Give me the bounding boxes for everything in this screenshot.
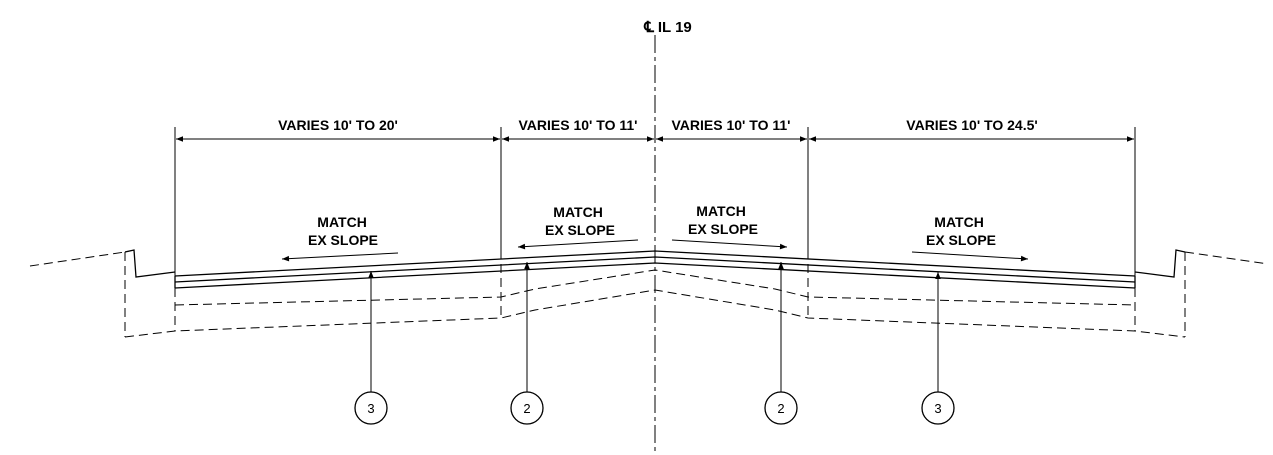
extension-lines	[174, 127, 1136, 285]
centerline-label: ℄IL 19	[643, 19, 692, 36]
centerline-symbol: ℄	[643, 19, 654, 36]
callout-leaders	[368, 262, 941, 392]
callout-bubble: 3	[921, 391, 955, 425]
existing-section-dashed	[124, 250, 1186, 338]
slope-note: MATCH EX SLOPE	[688, 203, 758, 237]
dimension-text: VARIES 10' TO 24.5'	[906, 117, 1037, 133]
svg-text:2: 2	[523, 401, 530, 416]
dimension-text: VARIES 10' TO 11'	[519, 117, 638, 133]
dimension-text: VARIES 10' TO 11'	[672, 117, 791, 133]
callout-bubble: 3	[354, 391, 388, 425]
callout-bubble: 2	[510, 391, 544, 425]
left-curb	[29, 249, 176, 337]
centerline-road-name: IL 19	[658, 19, 692, 36]
slope-arrow	[911, 251, 1029, 262]
svg-text:2: 2	[777, 401, 784, 416]
svg-text:3: 3	[367, 401, 374, 416]
svg-text:3: 3	[934, 401, 941, 416]
slope-arrow	[281, 252, 399, 262]
right-curb	[1134, 249, 1269, 337]
dimension-text: VARIES 10' TO 20'	[278, 117, 398, 133]
slope-note: MATCH EX SLOPE	[926, 214, 996, 248]
slope-note: MATCH EX SLOPE	[545, 204, 615, 238]
pavement-surface	[174, 250, 1136, 289]
slope-arrow	[517, 239, 639, 250]
slope-note: MATCH EX SLOPE	[308, 214, 378, 248]
callout-bubble: 2	[764, 391, 798, 425]
slope-arrow	[671, 239, 788, 250]
